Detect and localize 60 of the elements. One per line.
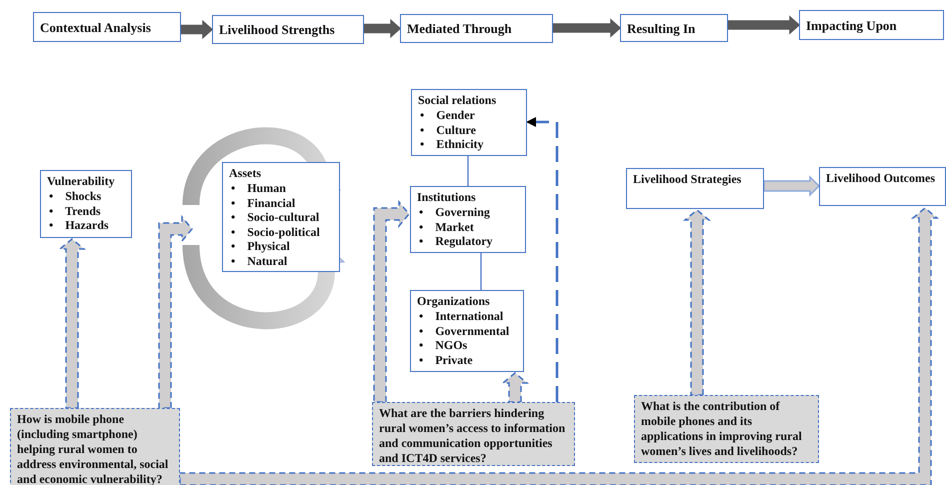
box-heading: Institutions bbox=[417, 190, 477, 205]
list-item: • Financial bbox=[231, 196, 296, 210]
list-item: • Private bbox=[419, 352, 474, 367]
block-arrow bbox=[500, 372, 530, 403]
box-heading: Livelihood Outcomes bbox=[826, 171, 936, 186]
question-box bbox=[634, 395, 819, 463]
list-item: • International bbox=[419, 309, 504, 324]
stage-box bbox=[400, 14, 553, 43]
stage-box bbox=[212, 15, 364, 44]
category-box bbox=[410, 290, 524, 372]
box-heading: Organizations bbox=[417, 294, 491, 309]
list-item: • Natural bbox=[231, 254, 288, 268]
category-box bbox=[626, 168, 764, 209]
list-item: • Hazards bbox=[49, 218, 110, 232]
box-heading: Social relations bbox=[418, 93, 498, 108]
list-item: • Shocks bbox=[49, 189, 102, 204]
question-text: What are the barriers hindering rural women’s access to information and communication opportunities and ICT4D services? bbox=[379, 406, 566, 466]
list-item: • Human bbox=[231, 181, 287, 196]
category-box bbox=[40, 170, 132, 238]
box-heading: Vulnerability bbox=[47, 174, 116, 189]
list-item: • Ethnicity bbox=[420, 137, 485, 152]
category-box bbox=[411, 89, 527, 156]
stage-box bbox=[33, 12, 181, 42]
category-box bbox=[222, 162, 340, 272]
thick-arrow bbox=[180, 20, 214, 40]
list-item: • Physical bbox=[231, 239, 291, 254]
thick-arrow bbox=[363, 18, 402, 38]
connector-line bbox=[480, 253, 482, 290]
list-item: • Culture bbox=[420, 122, 477, 137]
thick-arrow bbox=[552, 18, 622, 38]
list-item: • Gender bbox=[420, 108, 476, 122]
block-arrow bbox=[682, 209, 712, 396]
block-arrow bbox=[373, 200, 410, 403]
list-item: • Market bbox=[419, 220, 475, 234]
block-arrow bbox=[58, 238, 86, 409]
list-item: • Socio-cultural bbox=[231, 210, 320, 224]
stage-box bbox=[620, 14, 728, 42]
category-box bbox=[819, 167, 946, 206]
box-heading: Assets bbox=[229, 166, 262, 181]
block-arrow bbox=[158, 214, 193, 409]
dashed-arrow bbox=[526, 117, 558, 402]
list-item: • Governmental bbox=[419, 324, 510, 338]
list-item: • Governing bbox=[419, 205, 491, 220]
connector-line bbox=[467, 156, 469, 186]
list-item: • Regulatory bbox=[419, 234, 494, 248]
box-heading: Livelihood Strategies bbox=[633, 172, 742, 187]
list-item: • NGOs bbox=[419, 338, 468, 352]
stage-box bbox=[799, 10, 944, 40]
block-arrow bbox=[763, 175, 820, 197]
list-item: • Trends bbox=[49, 204, 102, 218]
box-heading: Resulting In bbox=[627, 20, 696, 36]
box-heading: Mediated Through bbox=[407, 21, 513, 36]
box-heading: Contextual Analysis bbox=[40, 20, 152, 34]
block-arrow bbox=[179, 207, 940, 485]
list-item: • Socio-political bbox=[231, 224, 321, 239]
box-heading: Livelihood Strengths bbox=[219, 22, 336, 37]
thick-arrow bbox=[727, 15, 800, 35]
question-text: What is the contribution of mobile phones and its applications in improving rural women’s lives and livelihoods? bbox=[641, 399, 803, 459]
box-heading: Impacting Upon bbox=[806, 18, 898, 32]
category-box bbox=[410, 186, 526, 253]
